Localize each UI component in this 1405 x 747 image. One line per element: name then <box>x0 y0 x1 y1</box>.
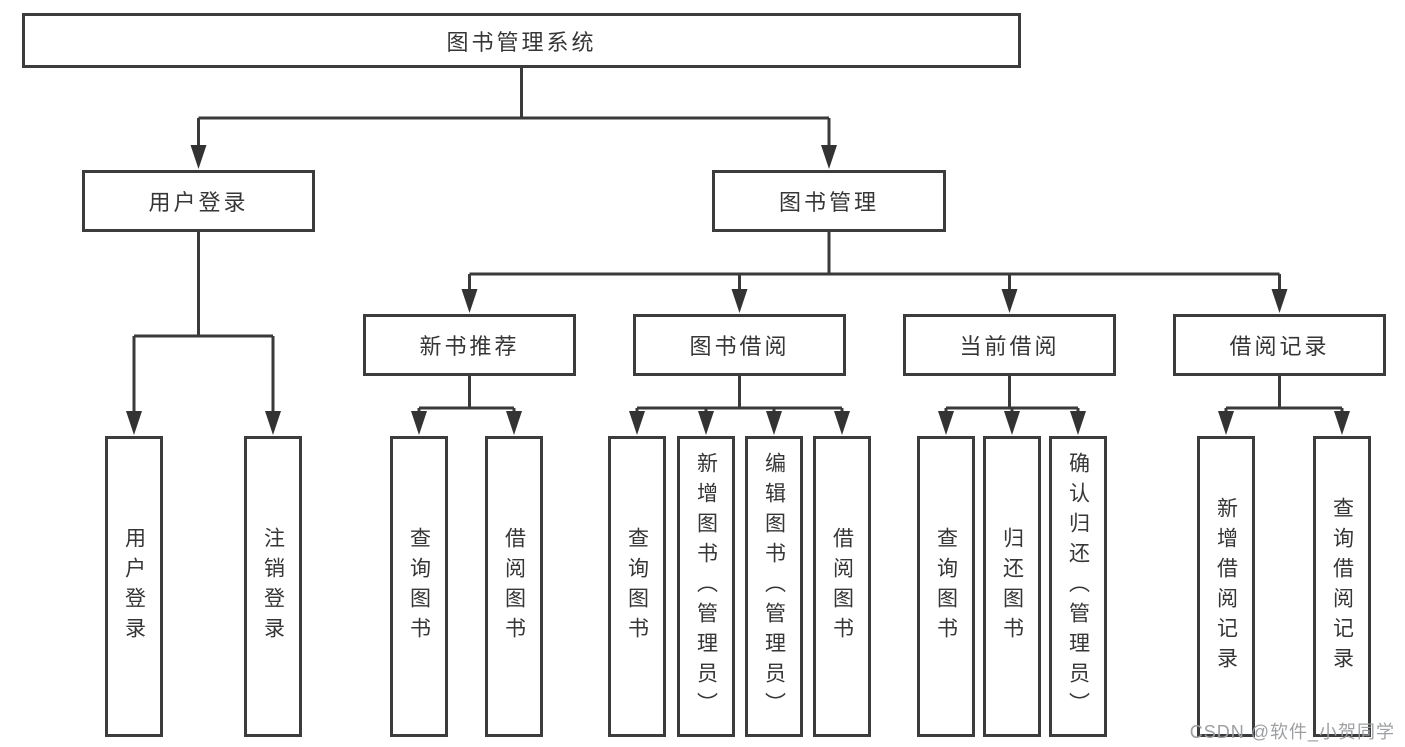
leaf-confirm-return-admin: 确认归还（管理员） <box>1049 436 1107 737</box>
leaf-borrow-books-1: 借阅图书 <box>485 436 543 737</box>
node-label: 查询图书 <box>934 526 958 647</box>
leaf-query-borrow-record: 查询借阅记录 <box>1313 436 1371 737</box>
edge-records-to-leaves <box>1218 376 1350 435</box>
csdn-watermark: CSDN @软件_小贺同学 <box>1189 722 1395 742</box>
node-label: 注销登录 <box>261 526 285 647</box>
edge-login-to-leaves <box>126 232 281 435</box>
node-label: 新增借阅记录 <box>1214 496 1238 677</box>
node-current-borrowing: 当前借阅 <box>903 314 1116 376</box>
node-label: 用户登录 <box>148 190 249 215</box>
node-label: 归还图书 <box>1000 526 1024 647</box>
leaf-query-books-3: 查询图书 <box>917 436 975 737</box>
node-label: 图书借阅 <box>689 334 790 359</box>
node-label: 查询图书 <box>407 526 431 647</box>
node-label: 图书管理 <box>778 190 879 215</box>
leaf-logout: 注销登录 <box>244 436 302 737</box>
node-label: 借阅图书 <box>502 526 526 647</box>
node-label: 确认归还（管理员） <box>1066 451 1090 722</box>
node-new-book-recommend: 新书推荐 <box>363 314 576 376</box>
node-label: 图书管理系统 <box>446 29 597 55</box>
node-root-system: 图书管理系统 <box>22 13 1021 68</box>
node-book-management: 图书管理 <box>712 170 946 232</box>
node-label: 当前借阅 <box>959 334 1060 359</box>
leaf-borrow-books-2: 借阅图书 <box>813 436 871 737</box>
leaf-edit-books-admin: 编辑图书（管理员） <box>745 436 803 737</box>
leaf-user-login: 用户登录 <box>105 436 163 737</box>
node-book-borrowing: 图书借阅 <box>633 314 846 376</box>
leaf-query-books-1: 查询图书 <box>390 436 448 737</box>
node-label: 查询借阅记录 <box>1330 496 1354 677</box>
node-label: 编辑图书（管理员） <box>762 451 786 722</box>
edge-borrow-to-leaves <box>629 376 850 435</box>
node-label: 查询图书 <box>625 526 649 647</box>
node-user-login: 用户登录 <box>82 170 315 232</box>
node-label: 新书推荐 <box>419 334 520 359</box>
leaf-return-books: 归还图书 <box>983 436 1041 737</box>
leaf-add-books-admin: 新增图书（管理员） <box>677 436 735 737</box>
edge-root-to-level2 <box>190 68 837 169</box>
edge-current-to-leaves <box>938 376 1086 435</box>
leaf-add-borrow-record: 新增借阅记录 <box>1197 436 1255 737</box>
edge-mgmt-to-level3 <box>461 232 1288 313</box>
node-label: 借阅记录 <box>1229 334 1330 359</box>
node-label: 借阅图书 <box>830 526 854 647</box>
leaf-query-books-2: 查询图书 <box>608 436 666 737</box>
edge-newbooks-to-leaves <box>411 376 522 435</box>
node-borrow-records: 借阅记录 <box>1173 314 1386 376</box>
node-label: 新增图书（管理员） <box>694 451 718 722</box>
node-label: 用户登录 <box>122 526 146 647</box>
